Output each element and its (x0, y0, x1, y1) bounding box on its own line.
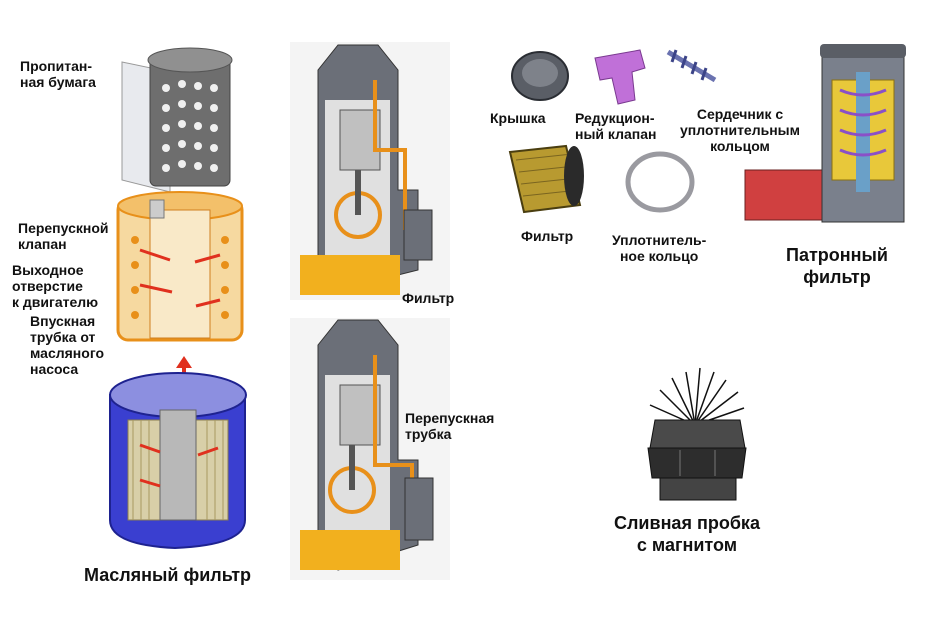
filter-inner-assembly (116, 191, 244, 342)
cartridge-filter-element (508, 144, 584, 214)
label-sealing-ring: Уплотнитель- ное кольцо (612, 232, 707, 264)
caption-oil-filter: Масляный фильтр (84, 565, 252, 585)
caption-drain-plug: Сливная пробка с магнитом (614, 513, 760, 555)
label-bypass-tube: Перепускная трубка (405, 410, 495, 442)
engine-cutaway-top (290, 42, 450, 300)
caption-cartridge-filter: Патронный фильтр (786, 245, 888, 287)
core-part (666, 49, 717, 83)
drain-plug (647, 367, 747, 501)
cartridge-housing-cutaway (744, 44, 906, 223)
sealing-ring-part (625, 151, 695, 213)
label-outlet-to-engine: Выходное отверстие к двигателю (12, 262, 99, 310)
blue-canister (109, 372, 247, 550)
label-filter-engine: Фильтр (402, 290, 455, 306)
label-bypass-valve: Перепускной клапан (18, 220, 109, 252)
engine-cutaway-bottom (290, 318, 450, 580)
label-relief-valve: Редукцион- ный клапан (575, 110, 657, 142)
label-cap: Крышка (490, 110, 546, 126)
label-core-with-ring: Сердечник с уплотнительным кольцом (680, 106, 800, 154)
label-inlet-tube: Впускная трубка от масляного насоса (30, 313, 105, 377)
cap-part (511, 51, 569, 101)
label-cartridge-element: Фильтр (521, 228, 574, 244)
filter-paper-element (121, 47, 233, 193)
label-impregnated-paper: Пропитан- ная бумага (20, 58, 96, 90)
relief-valve-part (594, 49, 646, 105)
